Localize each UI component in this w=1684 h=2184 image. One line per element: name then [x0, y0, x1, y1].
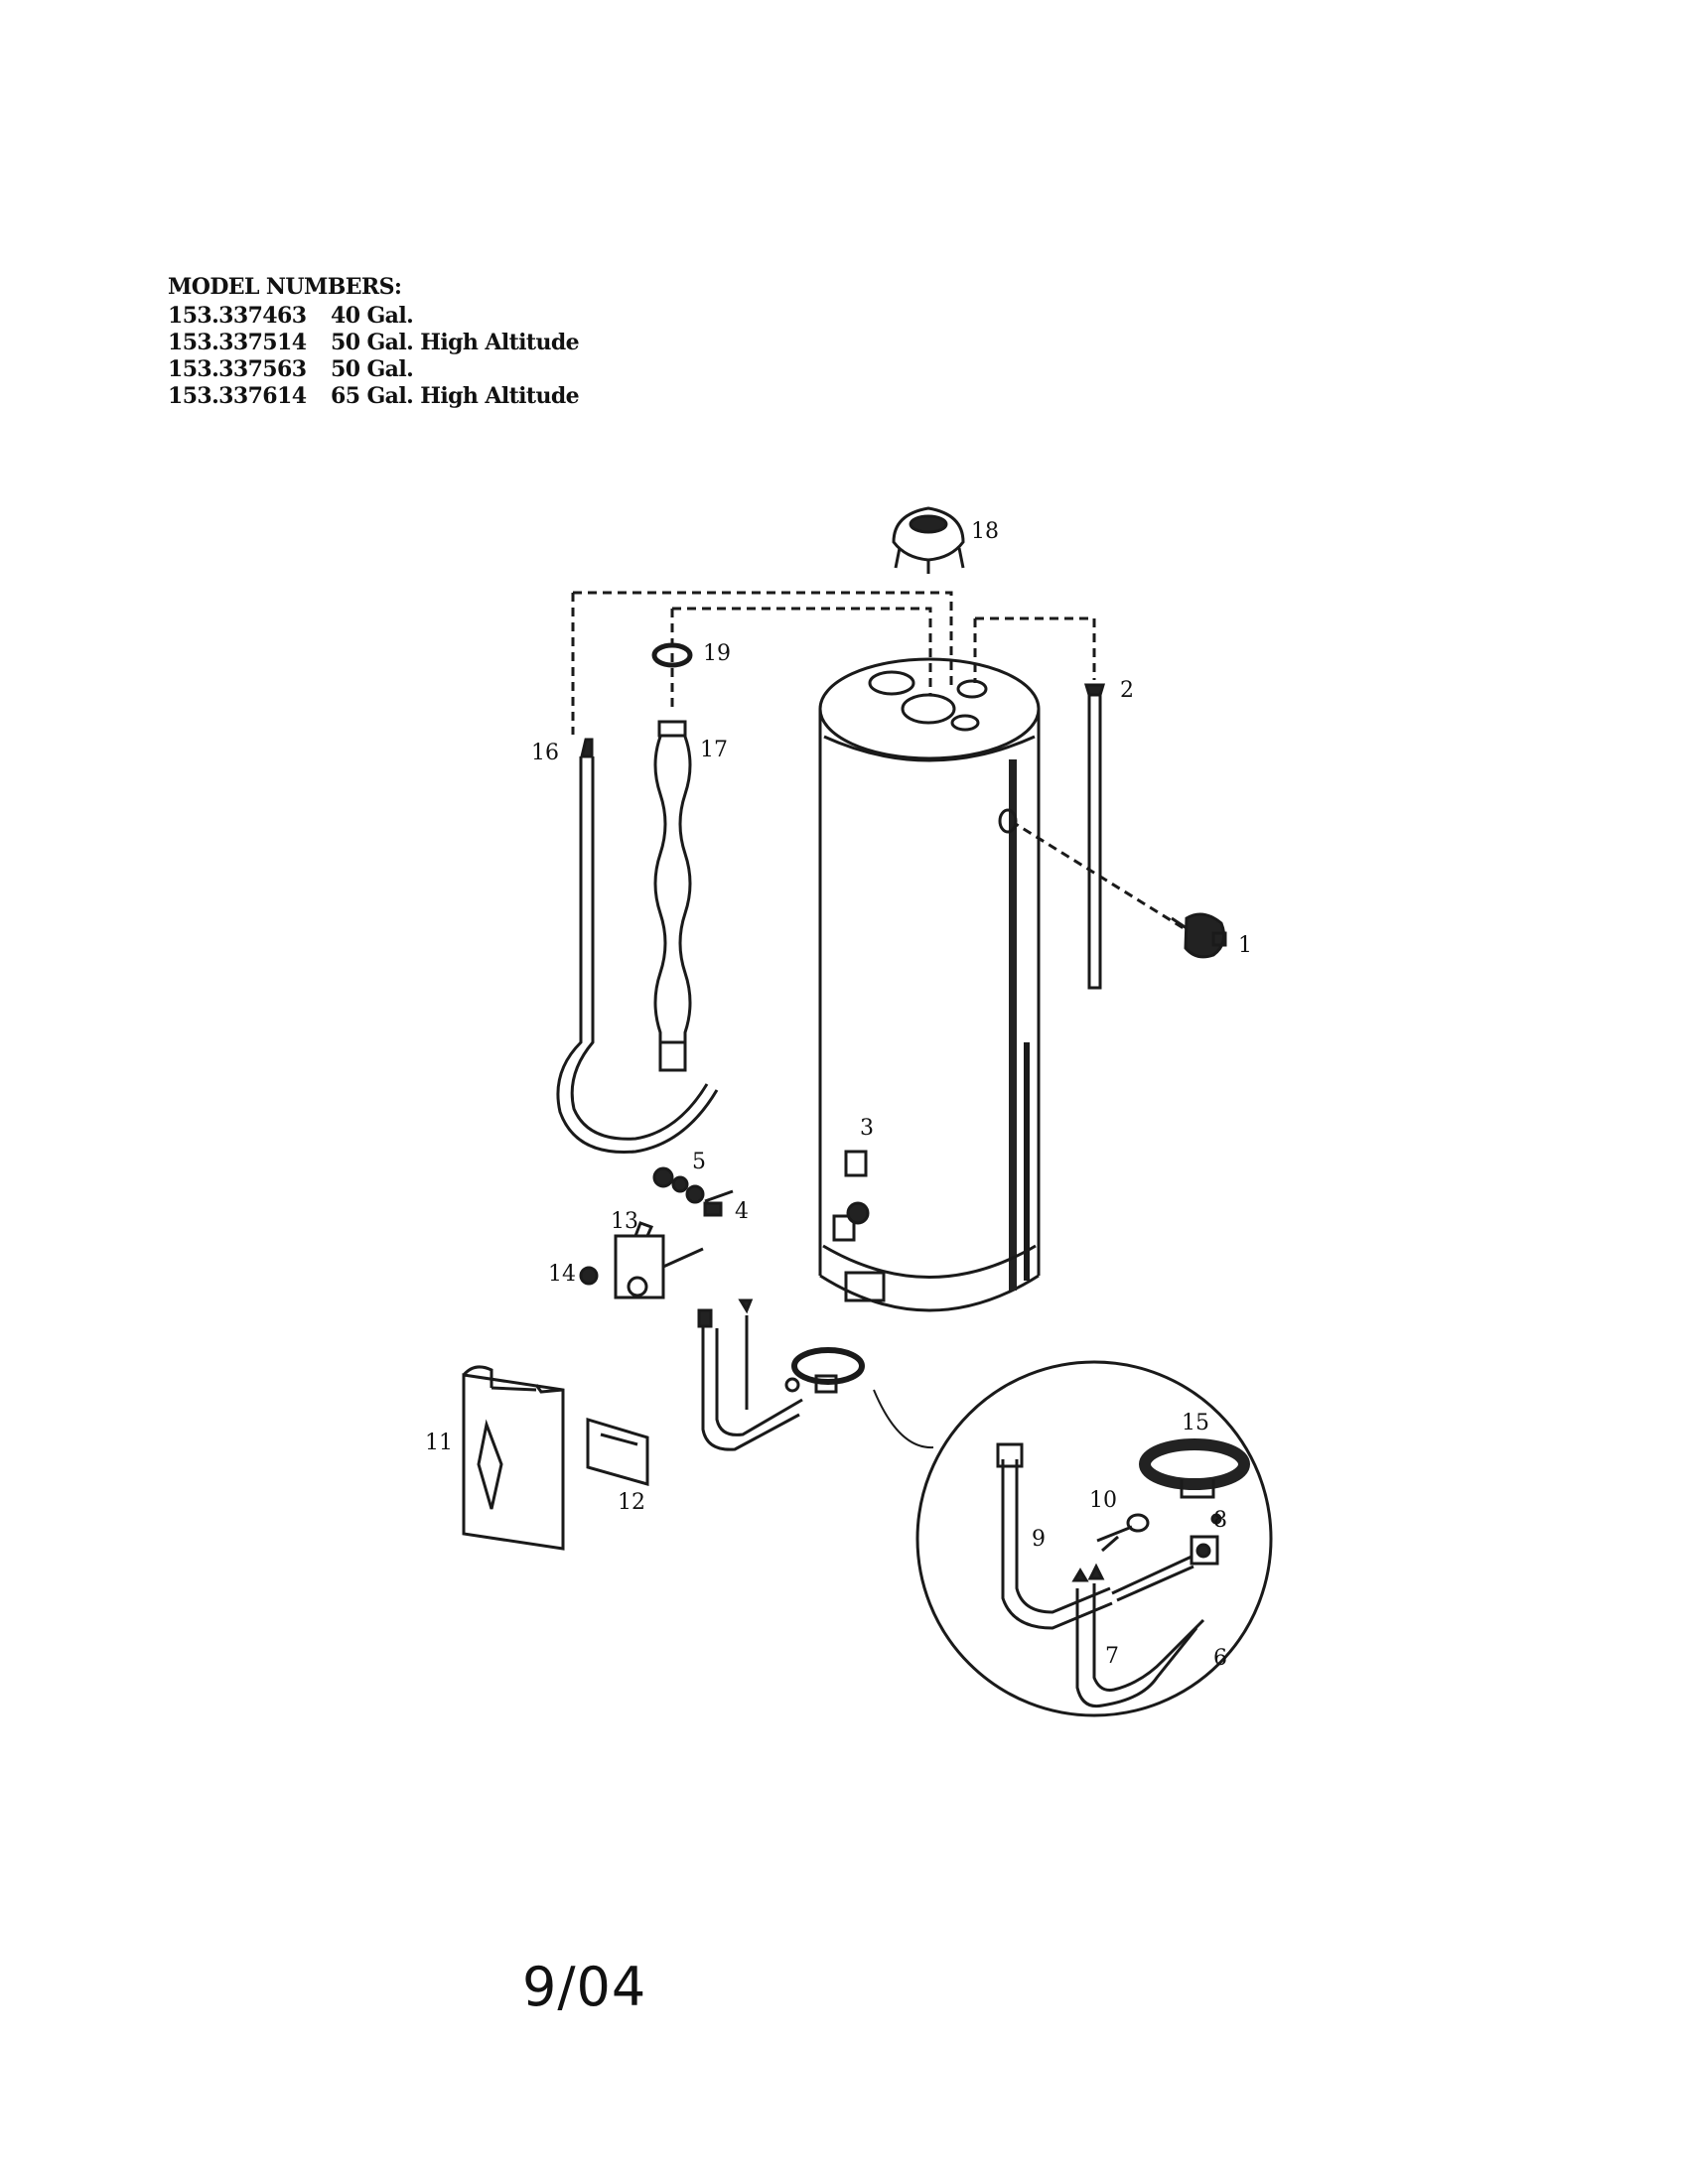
gas-control-valve-part	[614, 1221, 704, 1299]
model-number: 153.337514	[168, 330, 307, 355]
gas-supply-tube-part	[556, 738, 719, 1154]
drain-valve-part	[1171, 912, 1227, 959]
fittings-part	[652, 1166, 734, 1217]
callout-19: 19	[703, 641, 731, 666]
callout-1: 1	[1238, 933, 1252, 958]
model-description: 65 Gal. High Altitude	[331, 383, 580, 409]
callout-3: 3	[860, 1116, 874, 1141]
gasket-part	[651, 642, 693, 668]
detail-parts	[996, 1438, 1250, 1708]
outer-door-part	[462, 1365, 565, 1551]
model-description: 50 Gal. High Altitude	[331, 330, 580, 355]
inner-door-part	[586, 1417, 649, 1486]
callout-11: 11	[425, 1431, 453, 1455]
burner-assembly-part	[697, 1298, 865, 1451]
revision-date: 9/04	[522, 1956, 647, 2018]
model-number: 153.337614	[168, 383, 307, 409]
callout-12: 12	[618, 1490, 645, 1515]
callout-17: 17	[700, 738, 728, 762]
model-row: 153.337514 50 Gal. High Altitude	[168, 330, 580, 356]
callout-7: 7	[1105, 1644, 1119, 1669]
callout-labels: 1 2 3 4 5 6 7 8 9 10 11 12 13 14 15 16 1…	[425, 519, 1252, 1671]
callout-15: 15	[1182, 1411, 1209, 1435]
model-numbers-list: MODEL NUMBERS: 153.337463 40 Gal. 153.33…	[168, 274, 580, 410]
model-row: 153.337563 50 Gal.	[168, 356, 579, 383]
model-number: 153.337563	[168, 356, 307, 382]
callout-14: 14	[548, 1262, 576, 1287]
callout-10: 10	[1089, 1488, 1117, 1513]
callout-4: 4	[735, 1199, 749, 1224]
model-row: 153.337463 40 Gal.	[168, 303, 579, 330]
callout-5: 5	[692, 1150, 706, 1174]
flue-cap-part	[892, 506, 965, 574]
callout-8: 8	[1213, 1508, 1227, 1533]
detail-bubble	[873, 1360, 1273, 1717]
callout-13: 13	[611, 1209, 638, 1234]
rating-label-part	[832, 1150, 886, 1302]
model-description: 50 Gal.	[331, 356, 414, 382]
callout-16: 16	[531, 741, 559, 765]
model-number: 153.337463	[168, 303, 307, 329]
knob-part	[579, 1266, 599, 1286]
model-description: 40 Gal.	[331, 303, 414, 329]
callout-6: 6	[1213, 1646, 1227, 1671]
callout-18: 18	[971, 519, 999, 544]
flex-connector-part	[653, 720, 692, 1072]
callout-2: 2	[1120, 678, 1134, 703]
anode-rod-part	[1083, 683, 1106, 990]
tank-body	[818, 657, 1041, 1312]
model-numbers-heading: MODEL NUMBERS:	[168, 274, 402, 300]
callout-9: 9	[1032, 1527, 1046, 1552]
model-row: 153.337614 65 Gal. High Altitude	[168, 383, 580, 410]
